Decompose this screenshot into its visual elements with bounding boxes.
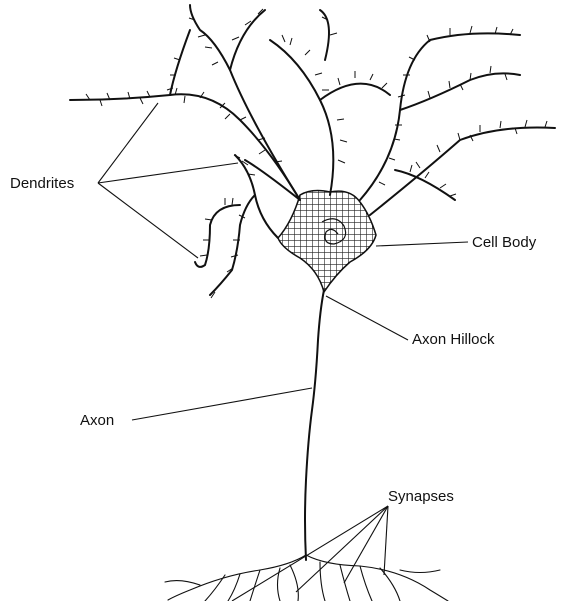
axon-line [305, 290, 324, 560]
label-dendrites: Dendrites [10, 176, 74, 191]
label-synapses: Synapses [388, 489, 454, 504]
axon-terminals [165, 555, 448, 601]
label-axon: Axon [80, 413, 114, 428]
label-axon-hillock: Axon Hillock [412, 332, 495, 347]
leader-lines [98, 103, 468, 601]
cell-body-shape [278, 191, 376, 292]
label-cell-body: Cell Body [472, 235, 536, 250]
